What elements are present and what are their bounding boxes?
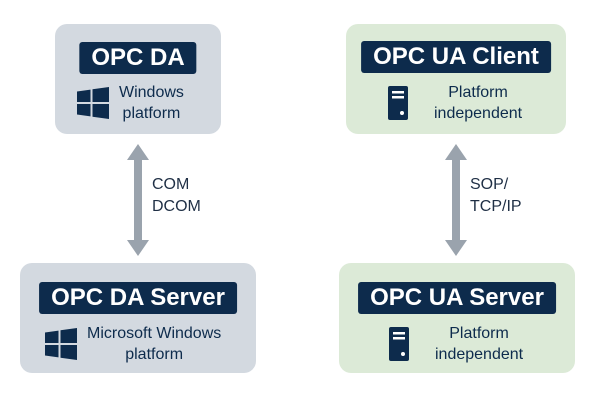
left-connection-label: COM DCOM — [152, 174, 201, 218]
left-connection-line2: DCOM — [152, 198, 201, 215]
opc-da-server-line2: platform — [125, 346, 184, 363]
opc-da-client-platform: Windows platform — [77, 82, 184, 124]
server-tower-icon — [388, 86, 408, 120]
server-tower-icon — [389, 327, 409, 361]
windows-logo-icon — [45, 328, 77, 360]
left-connection-line1: COM — [152, 176, 190, 193]
opc-da-client-line1: Windows — [119, 84, 184, 101]
opc-da-client-title: OPC DA — [79, 42, 197, 74]
opc-ua-server-line1: Platform — [449, 325, 509, 342]
opc-ua-client-card: OPC UA Client Platform independent — [346, 24, 566, 134]
opc-ua-client-title: OPC UA Client — [361, 41, 551, 73]
opc-da-server-line1: Microsoft Windows — [87, 325, 222, 342]
opc-da-server-card: OPC DA Server Microsoft Windows platform — [20, 263, 256, 373]
right-connection-label: SOP/ TCP/IP — [470, 174, 522, 218]
opc-ua-server-title: OPC UA Server — [358, 282, 556, 314]
opc-ua-server-line2: independent — [435, 346, 524, 363]
opc-ua-client-platform: Platform independent — [388, 82, 522, 124]
opc-da-client-line2: platform — [122, 105, 181, 122]
opc-ua-server-platform: Platform independent — [389, 323, 523, 365]
right-connection-arrow — [445, 144, 467, 256]
left-connection-arrow — [127, 144, 149, 256]
right-connection-line2: TCP/IP — [470, 198, 522, 215]
opc-ua-server-card: OPC UA Server Platform independent — [339, 263, 575, 373]
opc-ua-client-line2: independent — [434, 105, 523, 122]
opc-da-server-title: OPC DA Server — [39, 282, 237, 314]
opc-ua-client-line1: Platform — [448, 84, 508, 101]
opc-da-server-platform: Microsoft Windows platform — [45, 323, 221, 365]
windows-logo-icon — [77, 87, 109, 119]
opc-da-client-card: OPC DA Windows platform — [55, 24, 221, 134]
right-connection-line1: SOP/ — [470, 176, 509, 193]
